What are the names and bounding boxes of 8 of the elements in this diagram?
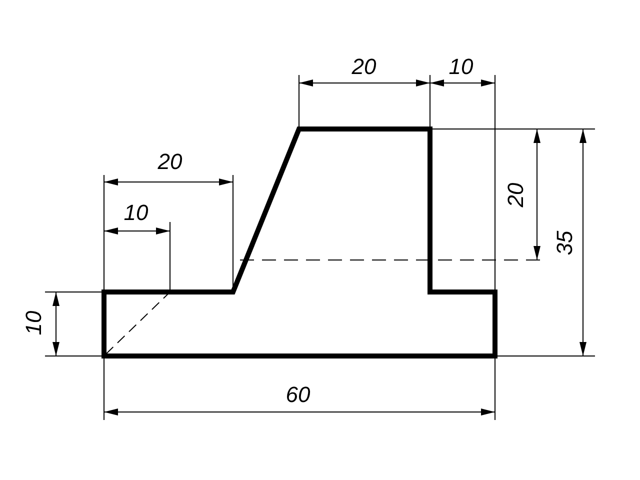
dimension-label: 60 [286,384,310,406]
dimension-label: 20 [158,151,182,173]
dimension-label: 20 [352,56,376,78]
dimension-label: 10 [23,310,45,336]
dimension-label: 10 [124,202,148,224]
dimension-label: 10 [448,56,474,78]
dimension-label: 35 [554,230,576,256]
dimension-label: 20 [505,182,527,208]
